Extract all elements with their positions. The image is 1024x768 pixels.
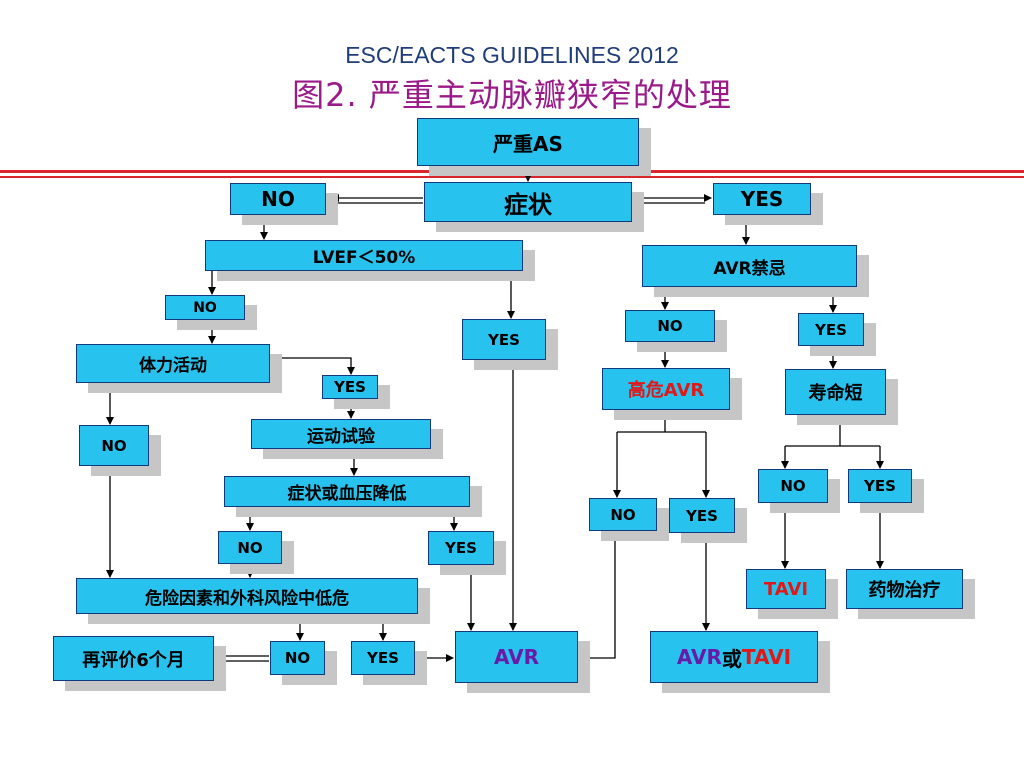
test-no-box: NO [218,531,282,564]
exercise-test-box: 运动试验 [251,419,431,449]
tavi-box: TAVI [746,569,826,609]
physical-activity-box: 体力活动 [76,344,270,383]
risk-factors-box: 危险因素和外科风险中低危 [76,578,418,614]
connector [785,415,880,447]
lvef-no-box: NO [165,295,245,320]
symptoms-or-bp-drop-box: 症状或血压降低 [224,476,470,507]
symptoms-yes-box: YES [713,183,811,215]
tavi-text: TAVI [741,645,792,669]
risk-no-box: NO [270,641,325,675]
divider-line-top [0,170,1024,173]
short-life-box: 寿命短 [785,369,886,415]
contra-yes-box: YES [798,313,864,346]
high-risk-yes-box: YES [669,498,735,533]
contra-no-box: NO [625,310,715,342]
test-yes-box: YES [428,531,494,565]
connector [578,531,616,659]
or-text: 或 [721,646,742,671]
guideline-title: ESC/EACTS GUIDELINES 2012 [345,42,679,68]
reevaluate-box: 再评价6个月 [53,636,214,681]
symptoms-no-box: NO [230,183,326,215]
medical-therapy-box: 药物治疗 [846,569,963,609]
divider-line-bottom [0,176,1024,178]
life-yes-box: YES [848,469,912,503]
activity-no-box: NO [79,425,149,466]
connector [270,357,355,375]
connector [617,410,706,433]
high-risk-avr-box: 高危AVR [602,368,730,410]
high-risk-no-box: NO [589,498,657,531]
lvef-box: LVEF＜50% [205,240,523,271]
risk-yes-box: YES [351,641,415,675]
avr-text: AVR [676,645,722,669]
avr-contraindicated-box: AVR禁忌 [642,245,857,287]
severe-as-box: 严重AS [417,118,639,166]
avr-box: AVR [455,631,578,683]
figure-title: 图2. 严重主动脉瓣狭窄的处理 [292,76,732,114]
lvef-yes-box: YES [462,319,546,360]
symptoms-box: 症状 [424,182,632,222]
life-no-box: NO [758,469,828,503]
activity-yes-box: YES [322,375,378,399]
